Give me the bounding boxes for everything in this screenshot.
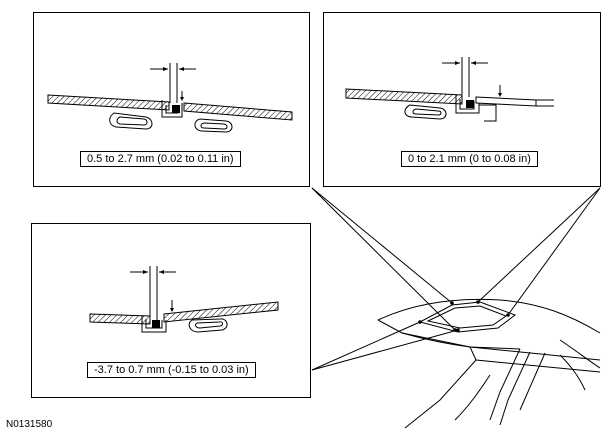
detail-panel-front-gap: 0.5 to 2.7 mm (0.02 to 0.11 in) — [33, 12, 310, 187]
rear-gap-detail-drawing — [345, 57, 554, 122]
spec-label-flush: -3.7 to 0.7 mm (-0.15 to 0.03 in) — [87, 362, 256, 378]
front-gap-detail-drawing — [47, 63, 293, 133]
car-body — [377, 298, 601, 429]
figure-id: N0131580 — [6, 419, 53, 430]
spec-label-front-gap: 0.5 to 2.7 mm (0.02 to 0.11 in) — [80, 151, 241, 167]
measurement-points — [418, 300, 510, 332]
detail-panel-flush: -3.7 to 0.7 mm (-0.15 to 0.03 in) — [31, 223, 311, 398]
flush-detail-drawing — [89, 266, 279, 333]
spec-label-rear-gap: 0 to 2.1 mm (0 to 0.08 in) — [401, 151, 538, 167]
leader-lines — [311, 187, 601, 371]
detail-panel-rear-gap: 0 to 2.1 mm (0 to 0.08 in) — [323, 12, 601, 187]
